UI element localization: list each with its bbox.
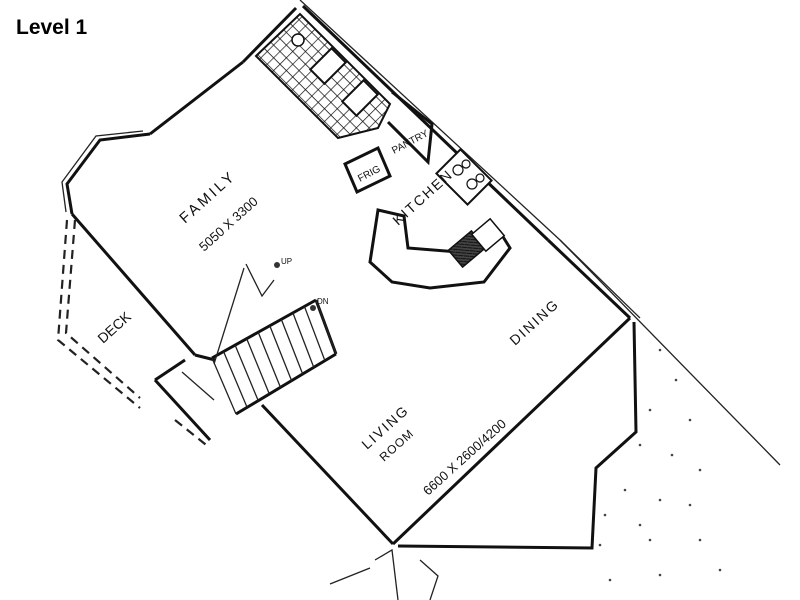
deck-outline xyxy=(56,219,211,449)
kitchen-label: KITCHEN xyxy=(389,166,456,228)
stair-tread xyxy=(269,325,293,381)
fridge xyxy=(343,145,392,195)
exterior-walls xyxy=(70,4,632,546)
dining-label: DINING xyxy=(506,296,562,349)
stair-tread xyxy=(257,331,282,388)
front-entry xyxy=(329,548,439,600)
landscape-dot xyxy=(648,538,652,542)
stair-tread xyxy=(211,357,237,415)
stair-tread xyxy=(303,306,326,361)
stair-tread xyxy=(315,299,337,355)
landscape-dot xyxy=(598,543,602,547)
pantry xyxy=(386,90,434,166)
landscape-dot xyxy=(698,468,702,472)
landscape-dot xyxy=(638,523,642,527)
landscape-dot xyxy=(688,503,692,507)
landscape-dot xyxy=(603,513,607,517)
stair-treads xyxy=(211,299,337,415)
level-title: Level 1 xyxy=(16,16,88,39)
patio-outline xyxy=(397,321,638,550)
deck-label: DECK xyxy=(94,308,134,346)
landscape-dot xyxy=(623,488,627,492)
bay-window xyxy=(61,130,151,215)
landscape-dot xyxy=(658,348,662,352)
stairs-up-label: UP xyxy=(281,257,292,266)
landscape-dot xyxy=(688,418,692,422)
living-room-size: 6600 X 2600/4200 xyxy=(420,416,509,498)
staircase xyxy=(181,262,338,416)
landscape-dot xyxy=(658,573,662,577)
landscape-dot xyxy=(648,408,652,412)
stair-tread xyxy=(234,344,259,401)
landscape-dot xyxy=(608,578,612,582)
landscape-dot xyxy=(698,538,702,542)
kitchen-island xyxy=(368,208,512,290)
property-boundary xyxy=(299,0,781,466)
landscape-dots xyxy=(598,348,722,582)
landscape-dot xyxy=(718,568,722,572)
landscape-dot xyxy=(638,443,642,447)
stair-tread xyxy=(222,351,248,408)
stair-tread xyxy=(246,338,270,395)
stairs-down-label: DN xyxy=(317,297,329,306)
landscape-dot xyxy=(674,378,678,382)
stair-tread xyxy=(292,312,315,368)
kitchen-bench xyxy=(254,12,392,140)
pantry-label: PANTRY xyxy=(390,128,430,156)
cooktop xyxy=(435,148,493,206)
landscape-dot xyxy=(658,498,662,502)
landscape-dot xyxy=(670,453,674,457)
stair-tread xyxy=(280,319,304,375)
